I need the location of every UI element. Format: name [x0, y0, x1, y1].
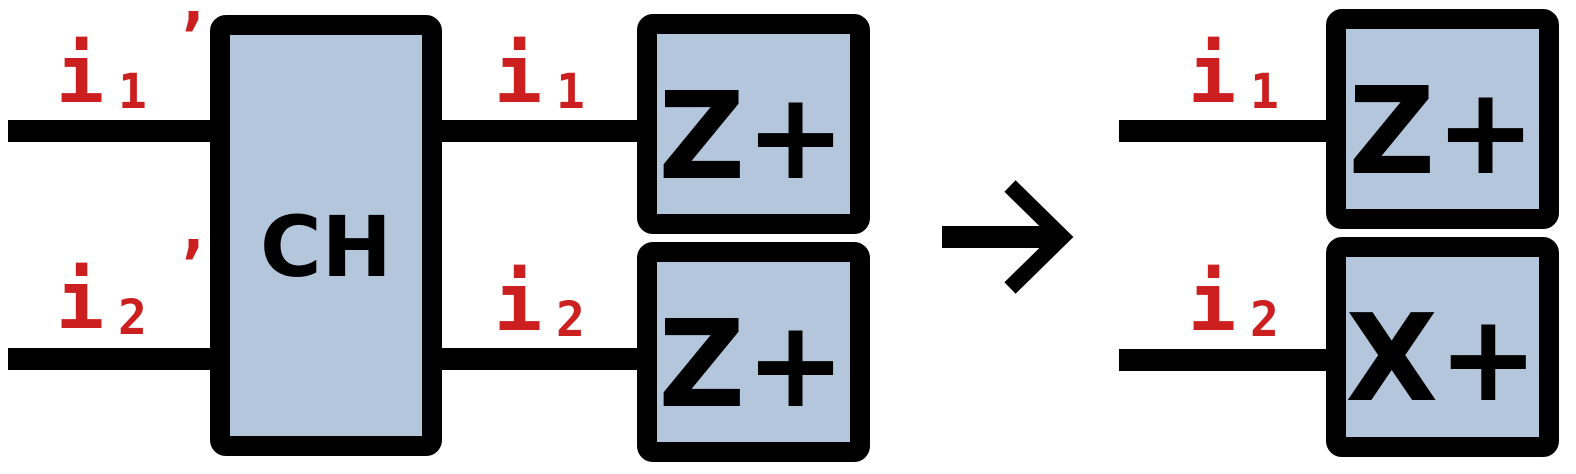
mid-label-2: i 2 — [494, 256, 585, 349]
right-label-2: i 2 — [1188, 256, 1279, 349]
measure-label-left-2: Z+ — [658, 296, 846, 435]
measure-box-left-1 — [637, 14, 870, 234]
input-label-1-index: 1 — [118, 64, 147, 120]
input-label-1: i 1 ’ — [56, 2, 211, 121]
input-label-2-index: 2 — [118, 290, 147, 346]
measure-box-left-2 — [637, 242, 870, 462]
measure-box-right-1 — [1326, 9, 1559, 229]
mid-label-2-letter: i — [494, 256, 542, 349]
mid-label-1-letter: i — [494, 28, 542, 121]
input-label-2: i 2 ’ — [56, 230, 211, 347]
measure-box-right-2 — [1326, 237, 1559, 457]
mid-label-1: i 1 — [494, 28, 585, 121]
right-label-1: i 1 — [1188, 28, 1279, 121]
right-label-1-index: 1 — [1250, 64, 1279, 120]
right-label-2-letter: i — [1188, 256, 1236, 349]
right-label-2-index: 2 — [1250, 292, 1279, 348]
mid-label-1-index: 1 — [556, 64, 585, 120]
input-label-2-prime: ’ — [172, 230, 211, 304]
right-arrow-icon — [942, 180, 1074, 294]
measure-label-right-2: X+ — [1345, 290, 1538, 429]
measure-label-right-1: Z+ — [1348, 63, 1536, 202]
input-label-1-prime: ’ — [172, 2, 211, 76]
input-label-1-letter: i — [56, 28, 104, 121]
ch-gate-box — [210, 15, 442, 456]
measure-label-left-1: Z+ — [658, 68, 846, 207]
mid-label-2-index: 2 — [556, 292, 585, 348]
input-label-2-letter: i — [56, 254, 104, 347]
ch-gate-label: CH — [260, 198, 392, 296]
right-label-1-letter: i — [1188, 28, 1236, 121]
